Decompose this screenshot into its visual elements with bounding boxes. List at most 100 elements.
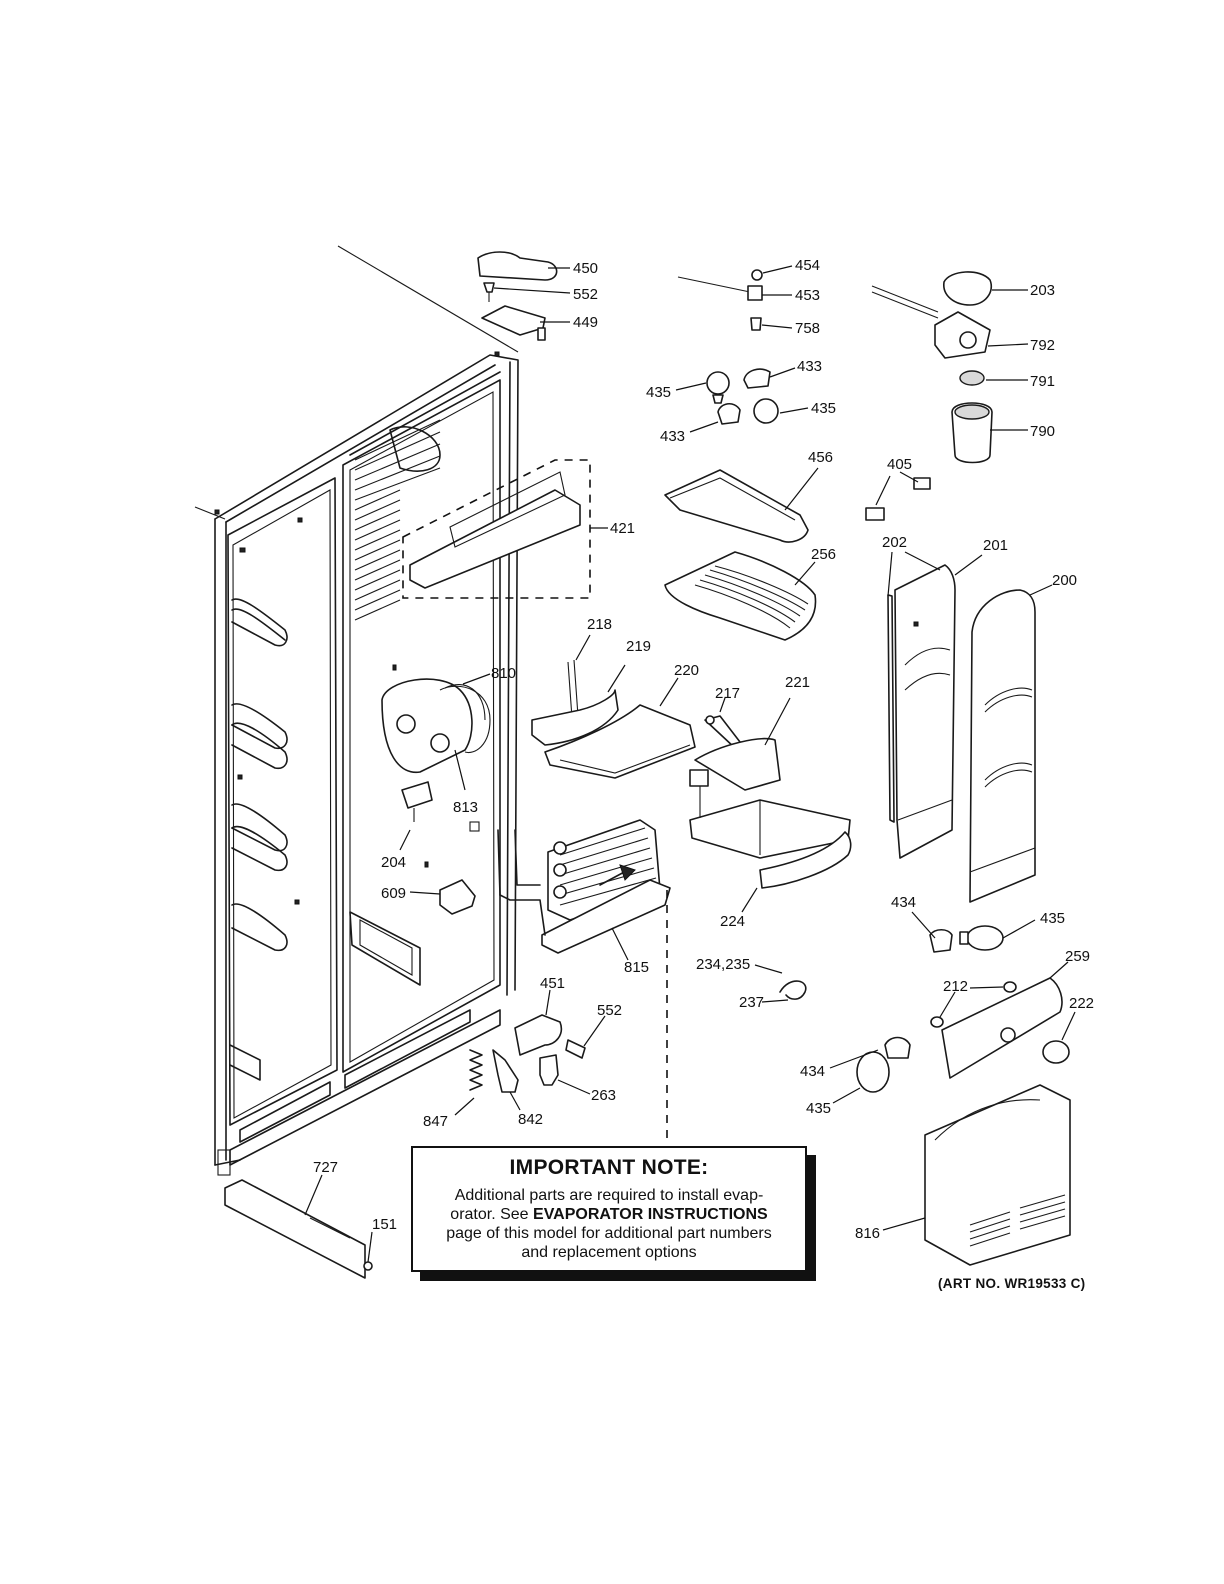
callout-842: 842 [518,1111,543,1128]
filter-cap-790 [951,402,993,464]
callout-151: 151 [372,1216,397,1233]
callout-256: 256 [811,546,836,563]
switch-609 [439,879,476,915]
callout-435-right: 435 [811,400,836,417]
light-shield-456 [664,469,809,543]
callout-758: 758 [795,320,820,337]
callout-220: 220 [674,662,699,679]
callout-263: 263 [591,1087,616,1104]
gasket-202 [887,594,895,823]
wire-237 [779,980,807,1000]
callout-222: 222 [1069,995,1094,1012]
duct-cover-200 [969,589,1036,903]
light-wire-454-453 [677,269,763,331]
bulb-435-right [753,398,779,424]
callout-790: 790 [1030,423,1055,440]
callout-552-top: 552 [573,286,598,303]
socket-434-lower [884,1036,911,1059]
fan-motor-810 [381,678,491,774]
important-note-line-2-text: orator. See [450,1206,534,1223]
callout-234-235: 234,235 [696,956,750,973]
callout-727: 727 [313,1159,338,1176]
callout-434-lower: 434 [800,1063,825,1080]
evaporator-815 [497,819,671,954]
important-note-line-3: page of this model for additional part n… [446,1225,772,1242]
bulb-435-lower [856,1051,890,1093]
callout-449: 449 [573,314,598,331]
leader-lines [304,265,1076,1263]
control-knob-203 [871,271,992,319]
socket-433-lower [717,403,741,425]
bulb-435-left [706,371,730,404]
callout-204: 204 [381,854,406,871]
callout-433-upper: 433 [797,358,822,375]
callout-435-lower: 435 [806,1100,831,1117]
important-note-box: IMPORTANT NOTE: Additional parts are req… [411,1146,807,1272]
callout-405: 405 [887,456,912,473]
callout-200: 200 [1052,572,1077,589]
callout-203: 203 [1030,282,1055,299]
callout-815: 815 [624,959,649,976]
callout-labels: 450 552 449 454 453 758 433 435 435 433 … [313,257,1094,1242]
grommet-212 [930,981,1017,1028]
hinge-451 [514,1014,563,1056]
light-cover-259 [941,977,1063,1079]
callout-451: 451 [540,975,565,992]
refrigerator-cabinet [194,245,519,1176]
tray-219 [531,689,619,746]
evaporator-instructions-reference: EVAPORATOR INSTRUCTIONS [533,1206,768,1223]
evaporator-cover-816 [924,1084,1071,1266]
bracket-221 [689,737,851,859]
spring-847 [469,1049,483,1091]
callout-552-bottom: 552 [597,1002,622,1019]
dispenser-module-421 [402,459,591,599]
fan-bracket-813 [454,749,466,791]
callout-434-upper: 434 [891,894,916,911]
callout-609: 609 [381,885,406,902]
callout-421: 421 [610,520,635,537]
callout-212: 212 [943,978,968,995]
callout-433-lower: 433 [660,428,685,445]
important-note-line-4: and replacement options [521,1244,697,1261]
callout-791: 791 [1030,373,1055,390]
drip-tray-220 [544,704,696,779]
important-note-line-2: orator. See EVAPORATOR INSTRUCTIONS [413,1205,805,1224]
callout-816: 816 [855,1225,880,1242]
callout-224: 224 [720,913,745,930]
callout-450: 450 [573,260,598,277]
tray-bracket-218 [567,659,579,719]
light-cover-256 [664,551,817,641]
art-number: (ART NO. WR19533 C) [938,1276,1086,1291]
air-duct-201 [894,564,956,859]
cam-842 [492,1049,519,1093]
screw-151 [363,1261,373,1271]
evaporator-sensor-square [469,821,480,832]
clips-405 [865,477,931,521]
damper-204 [401,781,433,822]
grille-727 [224,1179,366,1279]
socket-433-upper [743,368,771,389]
callout-217: 217 [715,685,740,702]
important-note-title: IMPORTANT NOTE: [509,1156,709,1179]
callout-219: 219 [626,638,651,655]
callout-453: 453 [795,287,820,304]
callout-792: 792 [1030,337,1055,354]
bulb-435-upper [959,925,1004,951]
socket-434-upper [929,928,953,953]
thermostat-791 [959,370,985,386]
knob-222 [1042,1040,1070,1064]
callout-218: 218 [587,616,612,633]
callout-259: 259 [1065,948,1090,965]
bushing-263 [539,1054,559,1086]
callout-847: 847 [423,1113,448,1130]
callout-435-left: 435 [646,384,671,401]
hinge-cover-450 [477,251,558,281]
callout-810: 810 [491,665,516,682]
callout-221: 221 [785,674,810,691]
damper-door-224 [759,831,852,889]
hinge-bracket-449 [481,305,546,341]
callout-202: 202 [882,534,907,551]
important-note-line-1: Additional parts are required to install… [454,1187,764,1204]
callout-435-upper: 435 [1040,910,1065,927]
callout-456: 456 [808,449,833,466]
